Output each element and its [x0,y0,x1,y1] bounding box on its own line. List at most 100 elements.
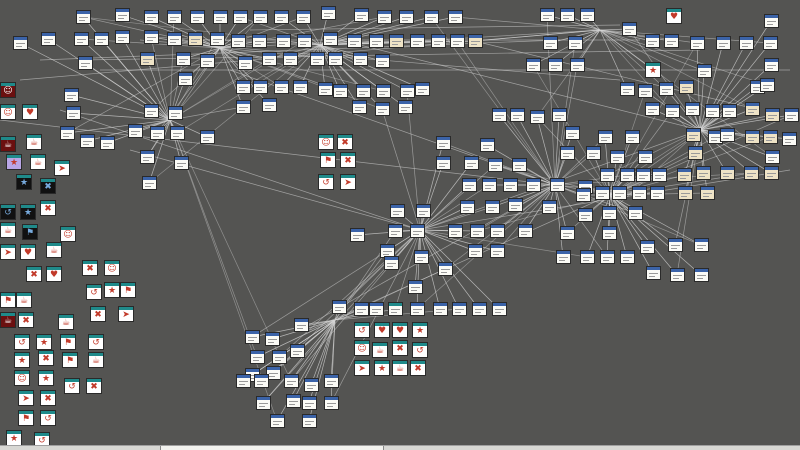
graph-node[interactable] [490,224,505,238]
graph-node[interactable] [784,108,799,122]
graph-node[interactable] [272,350,287,364]
graph-node[interactable] [763,36,778,50]
graph-image-node[interactable]: ★ [14,352,30,368]
graph-image-node[interactable]: ⚑ [62,352,78,368]
graph-node[interactable] [548,58,563,72]
graph-node[interactable] [470,224,485,238]
graph-image-node[interactable]: ☺ [14,370,30,386]
graph-image-node[interactable]: ➤ [18,390,34,406]
graph-node[interactable] [550,178,565,192]
graph-node[interactable] [324,396,339,410]
graph-node[interactable] [245,330,260,344]
graph-node[interactable] [375,102,390,116]
graph-node[interactable] [233,10,248,24]
graph-node[interactable] [256,396,271,410]
graph-image-node[interactable]: ★ [38,370,54,386]
graph-node[interactable] [645,102,660,116]
graph-image-node[interactable]: ♥ [20,244,36,260]
graph-node[interactable] [503,178,518,192]
graph-image-node[interactable]: ↺ [318,174,334,190]
graph-node[interactable] [253,80,268,94]
graph-node[interactable] [415,82,430,96]
graph-node[interactable] [530,110,545,124]
graph-node[interactable] [485,200,500,214]
graph-node[interactable] [697,64,712,78]
graph-node[interactable] [745,130,760,144]
graph-image-node[interactable]: ✖ [392,340,408,356]
graph-node[interactable] [274,80,289,94]
graph-node[interactable] [323,32,338,46]
graph-node[interactable] [578,208,593,222]
graph-node[interactable] [142,176,157,190]
graph-node[interactable] [744,166,759,180]
graph-node[interactable] [705,104,720,118]
graph-node[interactable] [664,34,679,48]
graph-node[interactable] [170,126,185,140]
graph-node[interactable] [294,318,309,332]
graph-node[interactable] [600,250,615,264]
graph-node[interactable] [679,80,694,94]
graph-node[interactable] [390,204,405,218]
graph-image-node[interactable]: ★ [412,322,428,338]
graph-node[interactable] [140,52,155,66]
graph-node[interactable] [94,32,109,46]
graph-node[interactable] [76,10,91,24]
graph-node[interactable] [144,104,159,118]
graph-image-node[interactable]: ↺ [412,342,428,358]
graph-node[interactable] [570,58,585,72]
graph-node[interactable] [167,10,182,24]
graph-node[interactable] [236,100,251,114]
graph-image-node[interactable]: ☺ [318,134,334,150]
graph-node[interactable] [436,156,451,170]
graph-node[interactable] [190,10,205,24]
graph-image-node[interactable]: ➤ [340,174,356,190]
graph-node[interactable] [448,10,463,24]
graph-node[interactable] [144,10,159,24]
graph-node[interactable] [332,300,347,314]
graph-node[interactable] [168,106,183,120]
graph-node[interactable] [74,32,89,46]
graph-node[interactable] [174,156,189,170]
graph-node[interactable] [250,350,265,364]
graph-node[interactable] [760,78,775,92]
graph-node[interactable] [595,186,610,200]
graph-node[interactable] [508,198,523,212]
graph-node[interactable] [433,302,448,316]
graph-image-node[interactable]: ☕ [0,312,16,328]
graph-image-node[interactable]: ⚑ [120,282,136,298]
graph-node[interactable] [620,250,635,264]
graph-node[interactable] [659,82,674,96]
graph-node[interactable] [542,200,557,214]
graph-node[interactable] [290,344,305,358]
graph-node[interactable] [388,224,403,238]
graph-node[interactable] [380,244,395,258]
graph-node[interactable] [765,150,780,164]
graph-node[interactable] [236,80,251,94]
graph-node[interactable] [645,34,660,48]
graph-node[interactable] [472,302,487,316]
graph-node[interactable] [685,102,700,116]
graph-image-node[interactable]: ↺ [354,322,370,338]
graph-node[interactable] [410,224,425,238]
graph-node[interactable] [602,206,617,220]
graph-node[interactable] [304,378,319,392]
graph-image-node[interactable]: ⚑ [18,410,34,426]
graph-image-node[interactable]: ✖ [337,134,353,150]
graph-image-node[interactable]: ☕ [0,136,16,152]
graph-node[interactable] [694,238,709,252]
graph-node[interactable] [678,186,693,200]
graph-image-node[interactable]: ✖ [90,306,106,322]
graph-image-node[interactable]: ➤ [54,160,70,176]
graph-image-node[interactable]: ☺ [0,104,16,120]
graph-node[interactable] [694,268,709,282]
graph-node[interactable] [450,34,465,48]
graph-node[interactable] [276,34,291,48]
scrollbar-thumb[interactable] [160,446,384,450]
graph-image-node[interactable]: ↺ [88,334,104,350]
graph-image-node[interactable]: ♥ [46,266,62,282]
graph-node[interactable] [690,36,705,50]
graph-node[interactable] [270,414,285,428]
graph-node[interactable] [739,36,754,50]
graph-node[interactable] [328,52,343,66]
graph-node[interactable] [424,10,439,24]
